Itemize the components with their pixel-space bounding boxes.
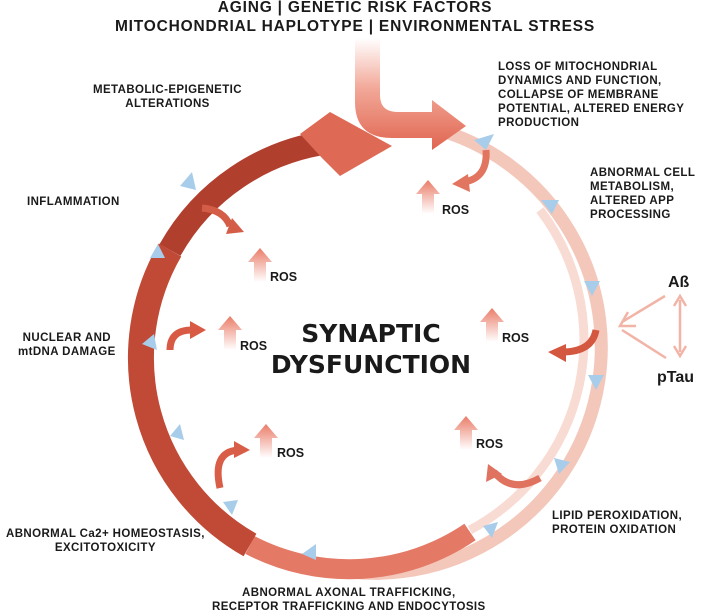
label-line: ALTERATIONS xyxy=(125,98,210,110)
label-mitochondrial-loss: LOSS OF MITOCHONDRIAL DYNAMICS AND FUNCT… xyxy=(498,60,684,130)
arrowhead-icon xyxy=(672,293,688,307)
label-nuclear-damage: NUCLEAR AND mtDNA DAMAGE xyxy=(18,331,116,359)
chevron-icon xyxy=(584,281,600,296)
ros-up-arrow-icon xyxy=(454,416,478,450)
center-title-line-2: DYSFUNCTION xyxy=(270,350,472,379)
ros-label: ROS xyxy=(277,446,304,460)
link-line xyxy=(621,294,666,324)
header-line-2: MITOCHONDRIAL HAPLOTYPE | ENVIRONMENTAL … xyxy=(114,18,596,35)
label-line: ABNORMAL CELL xyxy=(590,167,696,179)
ros-label: ROS xyxy=(502,331,529,345)
label-line: NUCLEAR AND xyxy=(22,332,111,344)
chevron-icon xyxy=(142,334,157,350)
chevron-icon xyxy=(483,522,498,538)
stress-inflow-arrow xyxy=(355,38,466,150)
ros-up-arrow-icon xyxy=(248,248,272,282)
ring-right-segment xyxy=(316,121,608,580)
cycle-ring xyxy=(127,112,608,580)
label-axonal-trafficking: ABNORMAL AXONAL TRAFFICKING, RECEPTOR TR… xyxy=(212,586,486,614)
chevron-icon xyxy=(588,375,604,390)
label-inflammation: INFLAMMATION xyxy=(27,195,120,209)
ros-label: ROS xyxy=(270,270,297,284)
chevron-icon xyxy=(302,544,316,560)
arrowhead-icon xyxy=(190,321,206,339)
branch-arrow-metabolism xyxy=(561,329,600,356)
ros-up-arrow-icon xyxy=(480,308,504,342)
label-line: COLLAPSE OF MEMBRANE xyxy=(498,89,659,101)
abeta-label: Aß xyxy=(668,274,690,291)
flow-chevrons xyxy=(142,134,604,560)
chevron-icon xyxy=(474,134,494,150)
ring-top-left-segment xyxy=(159,130,332,256)
label-lipid-peroxidation: LIPID PEROXIDATION, PROTEIN OXIDATION xyxy=(552,509,682,537)
ring-right-inner-highlight xyxy=(467,207,589,534)
branch-arrows xyxy=(166,149,600,489)
label-line: LIPID PEROXIDATION, xyxy=(552,510,683,522)
label-line: PROTEIN OXIDATION xyxy=(552,524,677,536)
center-title-line-1: SYNAPTIC xyxy=(301,319,441,348)
arrowhead-icon xyxy=(486,464,502,482)
arrowhead-icon xyxy=(234,441,250,458)
ros-up-arrow-icon xyxy=(254,424,278,458)
chevron-icon xyxy=(554,458,570,474)
link-line xyxy=(621,328,667,360)
chevron-icon xyxy=(170,424,184,440)
arrowhead-icon xyxy=(452,174,470,192)
label-line: ABNORMAL AXONAL TRAFFICKING, xyxy=(242,587,456,599)
label-line: LOSS OF MITOCHONDRIAL xyxy=(498,61,658,73)
ring-bottom-segment xyxy=(245,523,476,580)
header-line-1: AGING | GENETIC RISK FACTORS xyxy=(217,0,493,16)
ros-label: ROS xyxy=(442,203,469,217)
arrowhead-icon xyxy=(226,218,244,234)
abeta-ptau-interaction: Aß pTau xyxy=(617,274,694,386)
label-line: PRODUCTION xyxy=(498,117,580,129)
chevron-icon xyxy=(541,200,559,214)
chevron-icon xyxy=(223,500,238,515)
center-title: SYNAPTIC DYSFUNCTION xyxy=(256,318,486,380)
label-line: RECEPTOR TRAFFICKING AND ENDOCYTOSIS xyxy=(212,601,486,613)
ros-label: ROS xyxy=(476,437,503,451)
label-line: METABOLIC-EPIGENETIC xyxy=(93,84,242,96)
ros-up-arrow-icon xyxy=(218,316,242,350)
arrowhead-icon xyxy=(617,311,636,328)
label-calcium-homeostasis: ABNORMAL Ca2+ HOMEOSTASIS, EXCITOTOXICIT… xyxy=(6,527,205,555)
ros-arrows xyxy=(218,180,504,458)
label-line: ALTERED APP xyxy=(590,195,675,207)
ros-label: ROS xyxy=(240,339,267,353)
label-line: ABNORMAL Ca2+ HOMEOSTASIS, xyxy=(6,528,205,540)
label-line: INFLAMMATION xyxy=(27,196,120,208)
label-line: POTENTIAL, ALTERED ENERGY xyxy=(498,103,685,115)
label-cell-metabolism: ABNORMAL CELL METABOLISM, ALTERED APP PR… xyxy=(590,166,695,222)
label-line: PROCESSING xyxy=(590,209,671,221)
ptau-label: pTau xyxy=(657,369,694,386)
label-line: METABOLISM, xyxy=(590,181,675,193)
ros-up-arrow-icon xyxy=(416,180,440,214)
arrowhead-icon xyxy=(672,345,688,359)
chevron-icon xyxy=(180,172,196,190)
label-line: DYNAMICS AND FUNCTION, xyxy=(498,75,662,87)
label-line: EXCITOTOXICITY xyxy=(54,542,156,554)
ring-main-arrowhead xyxy=(300,112,392,176)
chevron-icon xyxy=(150,244,165,258)
branch-arrow-inflammation xyxy=(201,204,234,228)
ring-left-segment xyxy=(127,243,257,557)
label-line: mtDNA DAMAGE xyxy=(18,346,116,358)
branch-arrow-nuclear xyxy=(166,326,193,351)
label-metabolic-epigenetic: METABOLIC-EPIGENETIC ALTERATIONS xyxy=(93,83,242,111)
arrowhead-icon xyxy=(548,344,566,362)
